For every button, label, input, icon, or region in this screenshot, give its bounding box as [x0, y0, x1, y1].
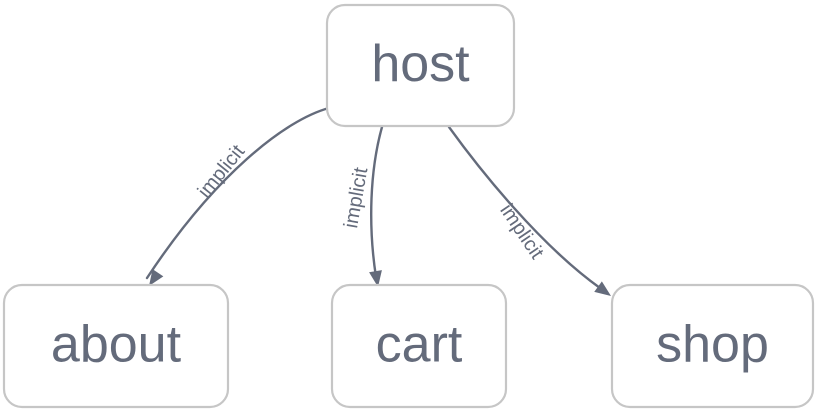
node-cart-label: cart	[376, 316, 463, 374]
edges-layer: implicit implicit implicit	[144, 106, 615, 301]
edge-host-about-path	[145, 106, 331, 280]
node-shop[interactable]: shop	[610, 283, 815, 409]
edge-host-cart-label: implicit	[340, 165, 372, 229]
nodes-layer: host about cart shop	[2, 3, 815, 409]
node-about-label: about	[51, 316, 182, 374]
edge-host-cart[interactable]: implicit	[340, 125, 384, 288]
edge-host-about-label: implicit	[194, 141, 250, 203]
node-about-box[interactable]	[2, 283, 230, 409]
node-host-label: host	[371, 35, 470, 93]
edge-host-shop-path	[447, 125, 602, 290]
edge-host-cart-path	[370, 125, 384, 279]
edge-host-shop-label: implicit	[495, 200, 548, 263]
node-shop-box[interactable]	[610, 283, 815, 409]
edge-host-shop-arrowhead	[594, 281, 611, 296]
edge-host-shop[interactable]: implicit	[447, 125, 615, 301]
edge-host-cart-arrowhead	[369, 270, 382, 287]
node-shop-label: shop	[656, 316, 769, 374]
edge-host-about[interactable]: implicit	[144, 106, 331, 290]
node-cart[interactable]: cart	[330, 283, 508, 409]
node-cart-box[interactable]	[330, 283, 508, 409]
edge-host-about-arrowhead	[149, 269, 164, 286]
node-host-box[interactable]	[325, 3, 516, 128]
node-host[interactable]: host	[325, 3, 516, 128]
node-about[interactable]: about	[2, 283, 230, 409]
